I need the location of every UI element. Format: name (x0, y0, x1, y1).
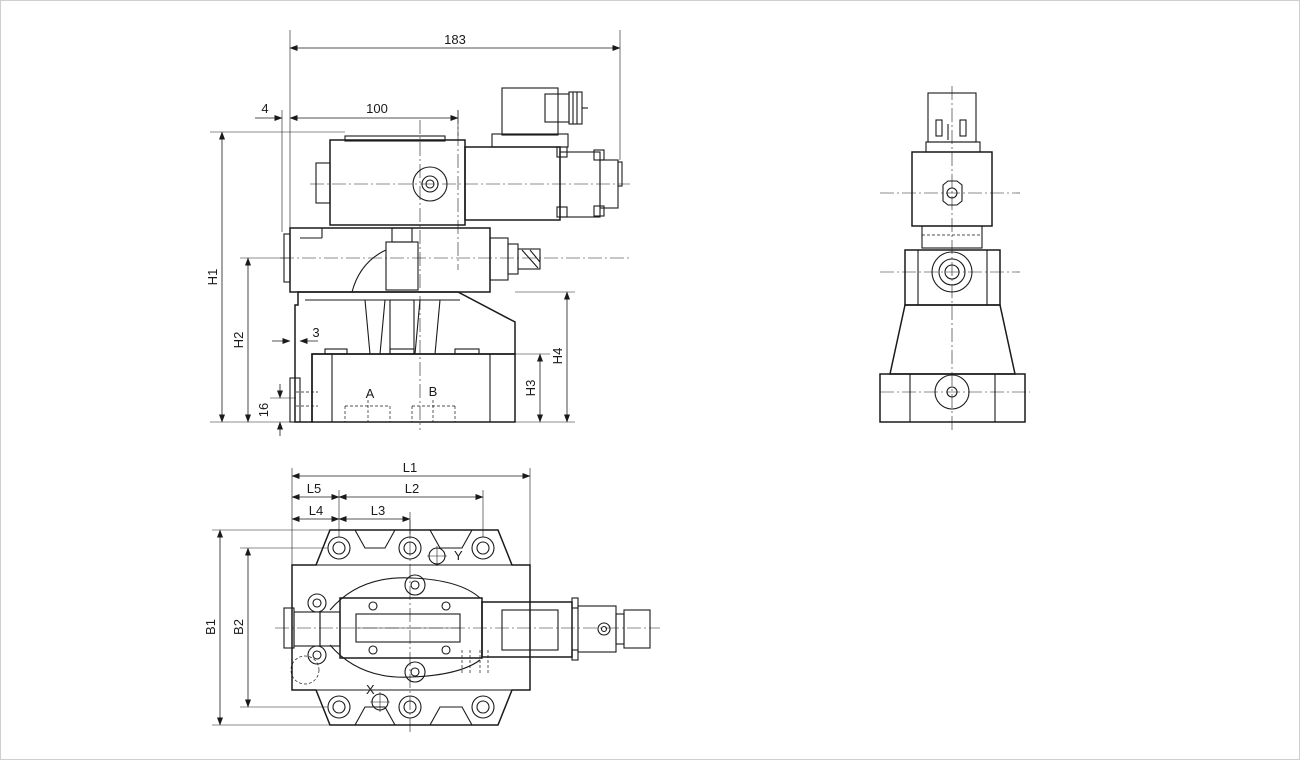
dim-16: 16 (256, 403, 271, 417)
top-view-dimensions: L1 L5 L2 L4 L3 B1 B2 (203, 460, 531, 726)
dim-4: 4 (261, 101, 268, 116)
dim-b2: B2 (231, 619, 246, 635)
connector-plug (501, 87, 559, 136)
subplate (311, 353, 516, 423)
dim-l4: L4 (309, 503, 323, 518)
dim-h2: H2 (231, 332, 246, 349)
dim-h3: H3 (523, 380, 538, 397)
dim-183: 183 (444, 32, 466, 47)
dim-l5: L5 (307, 481, 321, 496)
port-b-label: B (429, 384, 438, 399)
main-valve-body (294, 291, 516, 423)
dim-h4: H4 (550, 348, 565, 365)
port-y-label: Y (454, 548, 463, 563)
bolt-hole-icon (471, 536, 495, 560)
dim-l3: L3 (371, 503, 385, 518)
front-view-dimensions: 183 4 100 H1 H2 3 16 H3 H4 (205, 30, 621, 436)
side-view (879, 86, 1030, 430)
dim-3: 3 (312, 325, 319, 340)
side-subplate (879, 373, 1026, 423)
pilot-valve-body (329, 139, 466, 226)
front-view: A B (280, 87, 630, 430)
dim-l1: L1 (403, 460, 417, 475)
dim-l2: L2 (405, 481, 419, 496)
solenoid-coil (464, 146, 561, 221)
bolt-hole-icon (327, 695, 351, 719)
port-x-label: X (366, 682, 375, 697)
top-view: Y X (275, 520, 660, 735)
dim-h1: H1 (205, 269, 220, 286)
top-solenoid (481, 601, 573, 658)
dim-b1: B1 (203, 619, 218, 635)
dim-100: 100 (366, 101, 388, 116)
port-a-label: A (366, 386, 375, 401)
side-hex-nut-icon (942, 180, 963, 206)
bolt-hole-icon (471, 695, 495, 719)
bolt-hole-icon (327, 536, 351, 560)
